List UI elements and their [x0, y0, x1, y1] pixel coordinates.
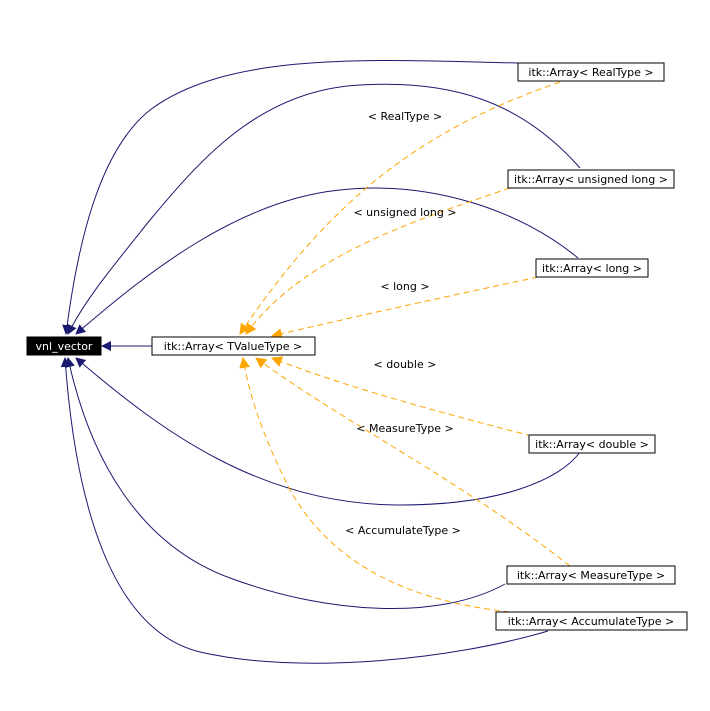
node-array-long-label: itk::Array< long > — [542, 262, 642, 275]
node-array-measuretype-label: itk::Array< MeasureType > — [517, 569, 665, 582]
edge-realtype-to-vnl-vector — [62, 59, 519, 335]
edge-label-long: < long > — [380, 280, 429, 293]
edge-measuretype-to-vnl-vector — [65, 357, 506, 609]
template-edges — [239, 81, 571, 613]
edge-labels: < RealType > < unsigned long > < long > … — [345, 110, 461, 537]
template-edge-unsigned-long — [245, 187, 511, 335]
template-edge-realtype — [239, 81, 561, 335]
edge-label-unsigned-long: < unsigned long > — [353, 206, 456, 219]
node-array-tvaluetype[interactable]: itk::Array< TValueType > — [151, 336, 316, 356]
inheritance-edges — [60, 59, 581, 664]
node-array-tvaluetype-label: itk::Array< TValueType > — [164, 340, 302, 353]
template-edge-double — [270, 356, 533, 437]
node-vnl-vector[interactable]: vnl_vector — [26, 336, 102, 356]
edge-double-to-vnl-vector — [75, 357, 581, 506]
edge-accumulatetype-to-vnl-vector — [60, 357, 549, 664]
node-array-realtype-label: itk::Array< RealType > — [528, 66, 653, 79]
node-array-measuretype[interactable]: itk::Array< MeasureType > — [506, 565, 676, 585]
node-array-unsigned-long-label: itk::Array< unsigned long > — [514, 173, 668, 186]
edge-label-realtype: < RealType > — [368, 110, 442, 123]
node-array-accumulatetype-label: itk::Array< AccumulateType > — [508, 615, 674, 628]
edge-label-double: < double > — [374, 358, 437, 371]
template-edge-long — [270, 276, 539, 340]
node-array-realtype[interactable]: itk::Array< RealType > — [517, 62, 665, 82]
node-array-accumulatetype[interactable]: itk::Array< AccumulateType > — [495, 611, 688, 631]
node-array-long[interactable]: itk::Array< long > — [535, 258, 649, 278]
node-array-unsigned-long[interactable]: itk::Array< unsigned long > — [507, 169, 675, 189]
edge-long-to-vnl-vector — [75, 187, 579, 335]
edge-label-measuretype: < MeasureType > — [356, 422, 453, 435]
edge-label-accumulatetype: < AccumulateType > — [345, 524, 461, 537]
template-edge-accumulatetype — [239, 356, 511, 613]
node-array-double[interactable]: itk::Array< double > — [528, 434, 656, 454]
template-edge-measuretype — [255, 357, 571, 567]
node-array-double-label: itk::Array< double > — [535, 438, 649, 451]
node-vnl-vector-label: vnl_vector — [36, 340, 93, 353]
edge-unsigned-long-to-vnl-vector — [67, 83, 581, 335]
